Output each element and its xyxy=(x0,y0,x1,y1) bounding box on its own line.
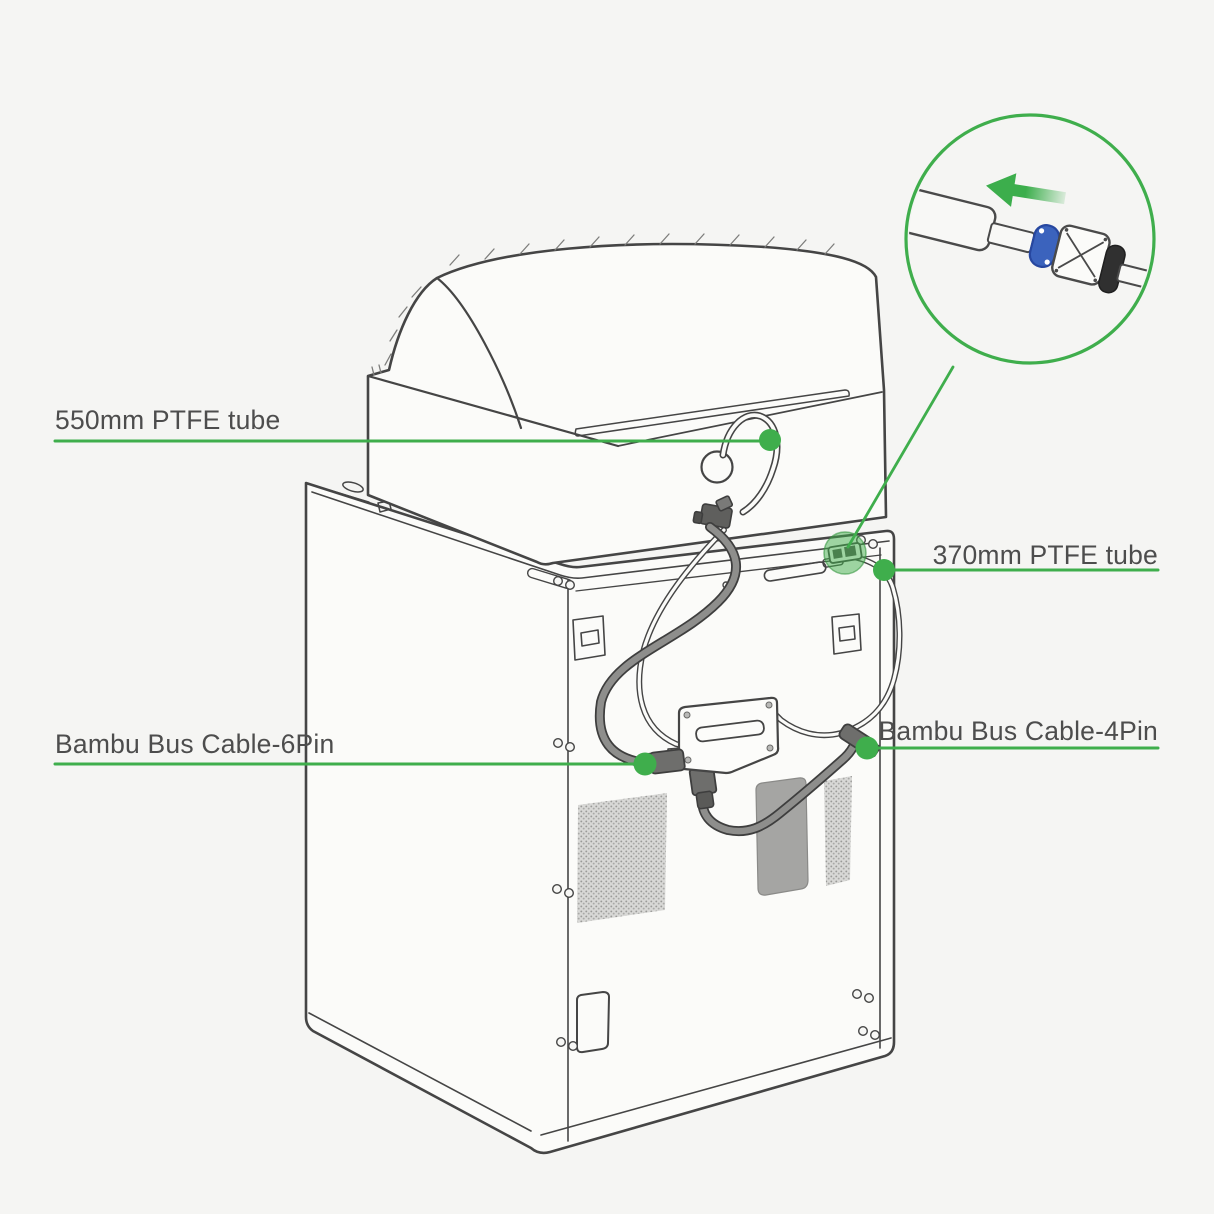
bus-cable-6pin xyxy=(594,522,742,768)
tube-connector-detail xyxy=(909,181,1151,294)
top-face-slot xyxy=(342,481,364,493)
callout-dot-6pin xyxy=(633,752,657,776)
dome-hatching xyxy=(371,233,835,376)
callout-lines xyxy=(53,365,1160,776)
callout-dot-370 xyxy=(873,559,895,581)
arrow-left-icon xyxy=(986,173,1066,207)
callout-dot-550 xyxy=(759,429,781,451)
inlet-highlight xyxy=(823,531,867,575)
ams-handle-groove xyxy=(574,389,850,437)
dark-cover-plate xyxy=(755,777,809,896)
ams-unit xyxy=(366,233,888,566)
vent-grille-right xyxy=(824,776,852,886)
tubes-and-cables xyxy=(594,411,903,836)
ams-silhouette xyxy=(366,242,888,566)
detail-inset xyxy=(904,113,1156,365)
mount-bracket-left xyxy=(572,615,606,661)
tube-clip xyxy=(692,495,734,529)
vent-grille-left xyxy=(577,793,667,923)
bus-cable-4pin xyxy=(696,742,858,836)
label-cable-4pin: Bambu Bus Cable-4Pin xyxy=(878,716,1158,746)
ptfe-tube-370 xyxy=(773,554,903,739)
screws xyxy=(552,535,881,1051)
mount-bracket-right xyxy=(831,613,862,655)
hub-slot xyxy=(695,719,765,743)
bottom-port-cutout xyxy=(576,991,610,1054)
callout-dot-4pin xyxy=(855,736,879,760)
label-tube-370: 370mm PTFE tube xyxy=(932,540,1158,570)
printer-body xyxy=(304,481,896,1155)
ams-ptfe-port xyxy=(700,450,734,484)
inset-leader-line xyxy=(846,365,955,549)
label-cable-6pin: Bambu Bus Cable-6Pin xyxy=(55,729,335,759)
label-tube-550: 550mm PTFE tube xyxy=(55,405,281,435)
